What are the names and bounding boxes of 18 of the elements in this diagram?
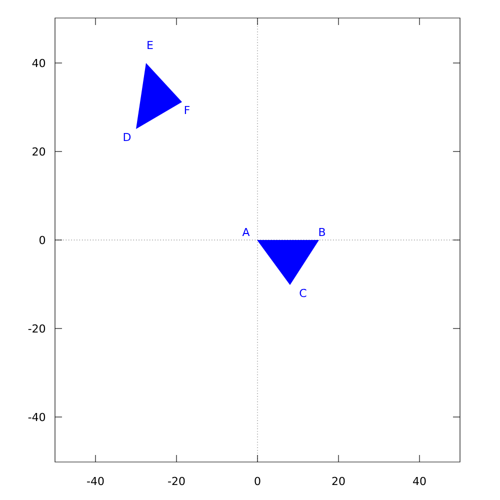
tick-label: 40 (413, 476, 426, 486)
vertex-label: C (300, 288, 306, 298)
vertex-label: E (148, 41, 153, 49)
tick-label: -40 (28, 412, 46, 422)
vertex-label: B (319, 228, 325, 236)
triangle (136, 63, 182, 129)
tick-label: 20 (32, 147, 46, 156)
tick-label: -40 (87, 476, 104, 486)
triangle (257, 240, 319, 285)
tick-label: 20 (332, 476, 345, 486)
vertex-label: D (124, 133, 131, 141)
tick-label: 0 (40, 236, 46, 244)
tick-label: -20 (28, 324, 46, 333)
tick-label: 0 (254, 476, 260, 486)
vertex-label: A (242, 228, 250, 236)
tick-label: 40 (32, 58, 46, 68)
vertex-label: F (184, 106, 190, 114)
tick-label: -20 (168, 476, 185, 486)
